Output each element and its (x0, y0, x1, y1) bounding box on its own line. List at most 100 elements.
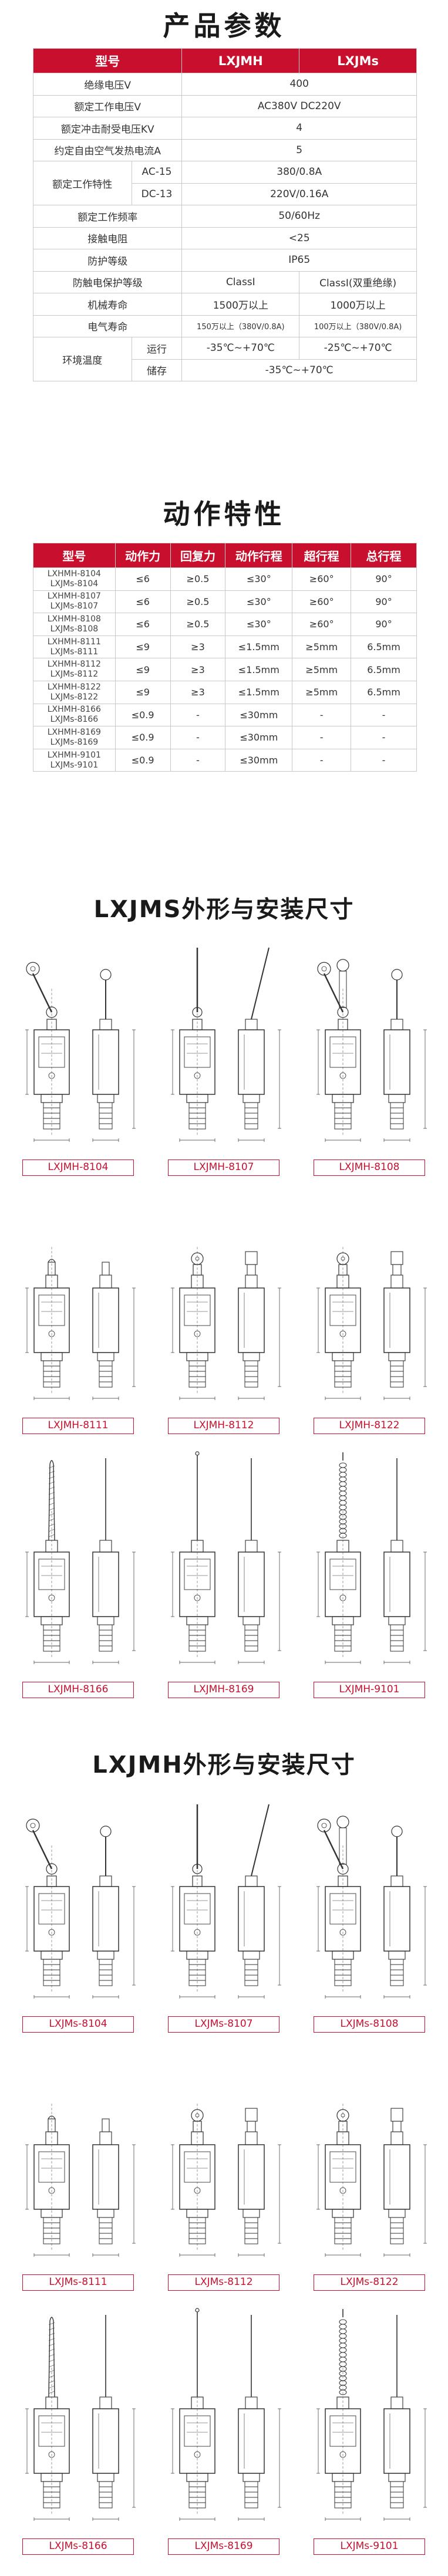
dimension-drawing: LXJMH-8112 (156, 1185, 291, 1438)
action-act: ≤30° (225, 613, 293, 636)
spec-label: 防触电保护等级 (32, 271, 183, 293)
drawing-caption: LXJMH-8111 (22, 1418, 134, 1434)
action-over: ≥5mm (292, 658, 352, 681)
spec-value: 100万以上（380V/0.8A) (299, 315, 417, 337)
switch-drawing (171, 2104, 281, 2257)
drawing-caption: LXJMs-8169 (168, 2538, 279, 2555)
action-act: ≤30mm (225, 748, 293, 772)
action-model-b: LXJMs-8104 (50, 579, 99, 589)
spec-label: 接触电阻 (32, 227, 183, 249)
dimension-drawing: LXJMH-8122 (302, 1185, 437, 1438)
switch-drawing (316, 959, 427, 1142)
dimension-drawing: LXJMH-8166 (11, 1449, 146, 1702)
spec-value: 50/60Hz (181, 205, 417, 228)
action-over: ≥5mm (292, 680, 352, 704)
action-act: ≤1.5mm (225, 658, 293, 681)
action-ret: - (170, 703, 226, 727)
dimension-drawing: LXJMH-8169 (156, 1449, 291, 1702)
action-over: ≥60° (292, 590, 352, 614)
action-force: ≤0.9 (114, 726, 171, 749)
switch-drawing (316, 2309, 427, 2521)
switch-drawing (171, 947, 281, 1142)
switch-drawing (25, 2315, 136, 2521)
action-over: ≥60° (292, 567, 352, 591)
spec-value: -35℃~+70℃ (181, 337, 300, 360)
drawing-caption: LXJMs-8122 (314, 2274, 425, 2291)
action-total: 90° (351, 567, 417, 591)
action-total: - (351, 748, 417, 772)
drawing-caption: LXJMH-8107 (168, 1159, 279, 1176)
spec-header-model: 型号 (32, 48, 183, 73)
spec-value: IP65 (181, 249, 417, 272)
dimension-drawing: LXJMs-8169 (156, 2306, 291, 2558)
spec-value: 400 (181, 73, 417, 96)
switch-drawing (25, 2104, 136, 2257)
switch-drawing (171, 1451, 281, 1664)
spec-header-col2: LXJMs (299, 48, 417, 73)
drawing-caption: LXJMH-8112 (168, 1418, 279, 1434)
action-header: 动作行程 (225, 543, 293, 568)
drawing-caption: LXJMs-8108 (314, 2016, 425, 2033)
action-act: ≤30mm (225, 703, 293, 727)
switch-drawing (316, 2104, 427, 2257)
action-over: - (292, 726, 352, 749)
drawing-caption: LXJMs-8104 (22, 2016, 134, 2033)
drawing-caption: LXJMH-8169 (168, 1682, 279, 1698)
action-model-a: LXHMH-8104 (47, 569, 101, 579)
spec-value: -25℃~+70℃ (299, 337, 417, 360)
action-force: ≤6 (114, 590, 171, 614)
spec-label: 绝缘电压V (32, 73, 183, 96)
action-header: 总行程 (351, 543, 417, 568)
action-total: - (351, 726, 417, 749)
dimension-drawing: LXJMs-8104 (11, 1784, 146, 2036)
spec-sublabel: 储存 (131, 359, 183, 381)
drawing-caption: LXJMs-8107 (168, 2016, 279, 2033)
drawing-caption: LXJMs-8111 (22, 2274, 134, 2291)
action-total: 6.5mm (351, 680, 417, 704)
action-model-a: LXHMH-8112 (47, 660, 101, 670)
spec-value: <25 (181, 227, 417, 249)
action-ret: ≥0.5 (170, 567, 226, 591)
spec-value: 1500万以上 (181, 293, 300, 316)
spec-value: 380/0.8A (181, 161, 417, 184)
action-header: 超行程 (292, 543, 352, 568)
spec-sublabel: 运行 (131, 337, 183, 360)
drawing-caption: LXJMs-9101 (314, 2538, 425, 2555)
drawing-caption: LXJMs-8112 (168, 2274, 279, 2291)
action-model-b: LXJMs-8122 (50, 692, 99, 702)
dimension-drawing: LXJMs-8112 (156, 2042, 291, 2294)
switch-drawing (171, 1247, 281, 1400)
action-over: - (292, 748, 352, 772)
action-header: 回复力 (170, 543, 226, 568)
spec-sublabel: AC-15 (131, 161, 183, 184)
action-model-a: LXHMH-8108 (47, 614, 101, 624)
lxjmh-dimensions-title: LXJMH外形与安装尺寸 (92, 1752, 356, 1779)
action-over: ≥5mm (292, 635, 352, 659)
action-ret: ≥0.5 (170, 590, 226, 614)
dimension-drawing: LXJMs-8122 (302, 2042, 437, 2294)
switch-drawing (316, 1816, 427, 1999)
spec-table: 型号 LXJMH LXJMs 绝缘电压V 400 额定工作电压V AC380V … (32, 48, 417, 381)
switch-drawing (25, 1818, 136, 1999)
spec-label: 约定自由空气发热电流A (32, 138, 183, 161)
action-header: 动作力 (114, 543, 171, 568)
dimension-drawing: LXJMH-8108 (302, 927, 437, 1179)
dimension-drawing: LXJMH-8107 (156, 927, 291, 1179)
action-model-a: LXHMH-9101 (47, 750, 101, 760)
action-total: 6.5mm (351, 658, 417, 681)
switch-drawing (25, 962, 136, 1142)
action-act: ≤1.5mm (225, 680, 293, 704)
action-title: 动作特性 (163, 498, 285, 530)
